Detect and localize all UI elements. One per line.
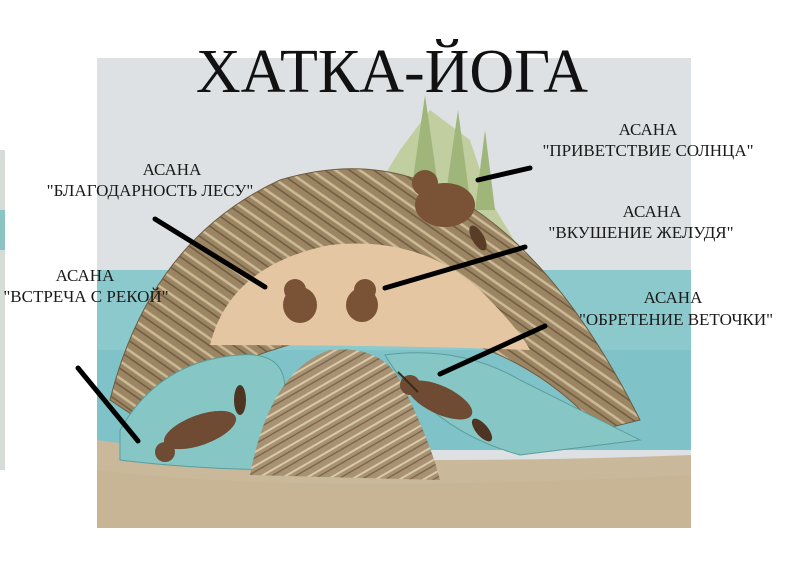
beaver-twig [397, 371, 493, 442]
svg-text:АСАНА: АСАНА [143, 160, 202, 179]
svg-text:АСАНА: АСАНА [623, 202, 682, 221]
svg-text:АСАНА: АСАНА [56, 266, 115, 285]
svg-text:АСАНА: АСАНА [644, 288, 703, 307]
pointer-line-sun [475, 165, 533, 183]
label-sun: АСАНА "ПРИВЕТСТВИЕ СОЛНЦА" [542, 120, 753, 160]
svg-text:"ПРИВЕТСТВИЕ СОЛНЦА": "ПРИВЕТСТВИЕ СОЛНЦА" [542, 141, 753, 160]
left-edge-strip [0, 150, 5, 470]
meme-title: ХАТКА-ЙОГА [196, 38, 588, 106]
label-river: АСАНА "ВСТРЕЧА С РЕКОЙ" [3, 266, 168, 306]
label-acorn: АСАНА "ВКУШЕНИЕ ЖЕЛУДЯ" [548, 202, 733, 242]
label-forest: АСАНА "БЛАГОДАРНОСТЬ ЛЕСУ" [47, 160, 254, 200]
beaver-sun [412, 170, 487, 251]
beaver-acorn [346, 279, 378, 322]
pointer-line-river [75, 365, 141, 444]
svg-text:"БЛАГОДАРНОСТЬ ЛЕСУ": "БЛАГОДАРНОСТЬ ЛЕСУ" [47, 181, 254, 200]
pointer-line-twig [437, 323, 548, 377]
svg-text:"ВСТРЕЧА С РЕКОЙ": "ВСТРЕЧА С РЕКОЙ" [3, 287, 168, 306]
pointer-line-acorn [382, 244, 528, 291]
label-twig: АСАНА "ОБРЕТЕНИЕ ВЕТОЧКИ" [579, 288, 773, 329]
svg-text:АСАНА: АСАНА [619, 120, 678, 139]
svg-text:"ОБРЕТЕНИЕ ВЕТОЧКИ": "ОБРЕТЕНИЕ ВЕТОЧКИ" [579, 310, 773, 329]
beaver-river [155, 385, 246, 462]
pointer-line-forest [152, 216, 268, 290]
central-stick-pile [250, 349, 440, 480]
svg-text:"ВКУШЕНИЕ ЖЕЛУДЯ": "ВКУШЕНИЕ ЖЕЛУДЯ" [548, 223, 733, 242]
beaver-gratitude [283, 279, 317, 323]
